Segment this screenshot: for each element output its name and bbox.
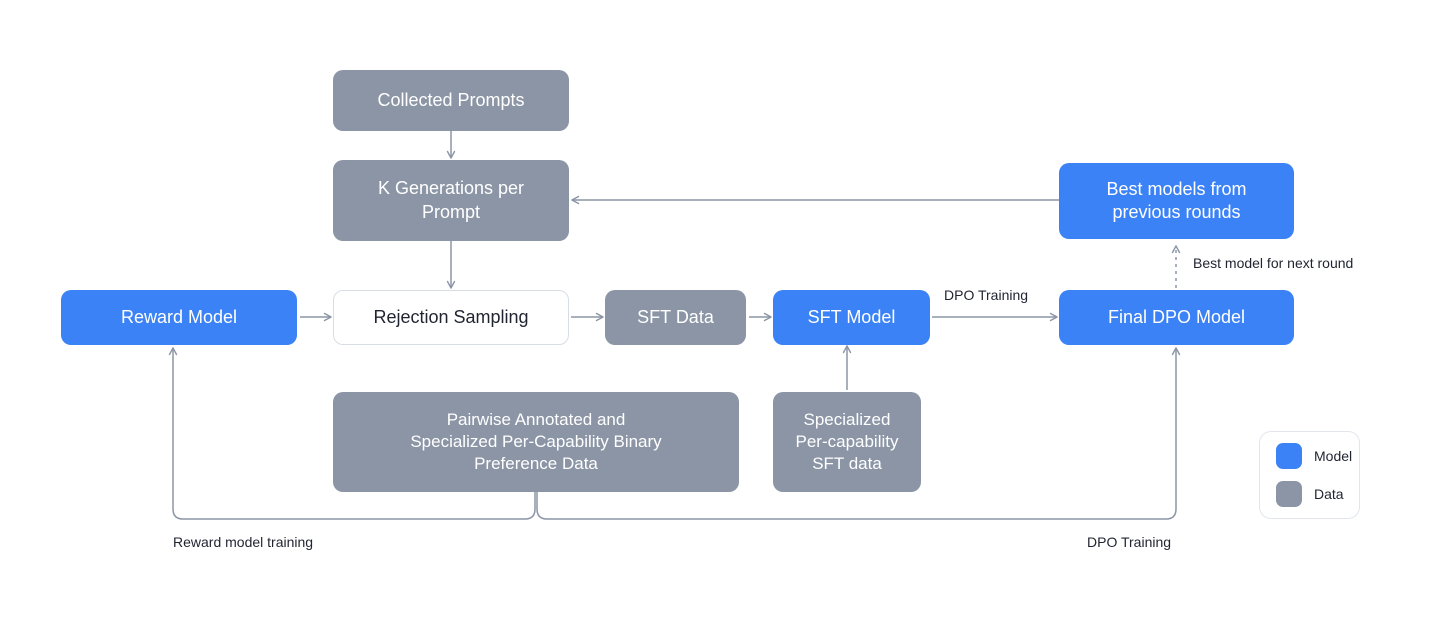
legend: Model Data [1259, 431, 1360, 519]
edge-label-reward-model-training: Reward model training [173, 534, 314, 550]
legend-label-data: Data [1314, 486, 1344, 502]
node-sft-data[interactable]: SFT Data [605, 290, 746, 345]
node-rejection-sampling[interactable]: Rejection Sampling [333, 290, 569, 345]
legend-item-data: Data [1276, 481, 1344, 507]
node-sft-model[interactable]: SFT Model [773, 290, 930, 345]
node-k-generations-per-prompt[interactable]: K Generations per Prompt [333, 160, 569, 241]
edge-label-dpo-training-bottom: DPO Training [1087, 534, 1172, 550]
node-pairwise-preference-data[interactable]: Pairwise Annotated and Specialized Per-C… [333, 392, 739, 492]
node-reward-model[interactable]: Reward Model [61, 290, 297, 345]
edge-label-best-model-next-round: Best model for next round [1193, 255, 1354, 271]
node-final-dpo-model[interactable]: Final DPO Model [1059, 290, 1294, 345]
node-specialized-sft-data[interactable]: Specialized Per-capability SFT data [773, 392, 921, 492]
legend-item-model: Model [1276, 443, 1352, 469]
node-best-models-previous-rounds[interactable]: Best models from previous rounds [1059, 163, 1294, 239]
legend-swatch-model [1276, 443, 1302, 469]
node-collected-prompts[interactable]: Collected Prompts [333, 70, 569, 131]
edge-label-dpo-training-top: DPO Training [944, 287, 1029, 303]
legend-swatch-data [1276, 481, 1302, 507]
legend-label-model: Model [1314, 448, 1353, 464]
